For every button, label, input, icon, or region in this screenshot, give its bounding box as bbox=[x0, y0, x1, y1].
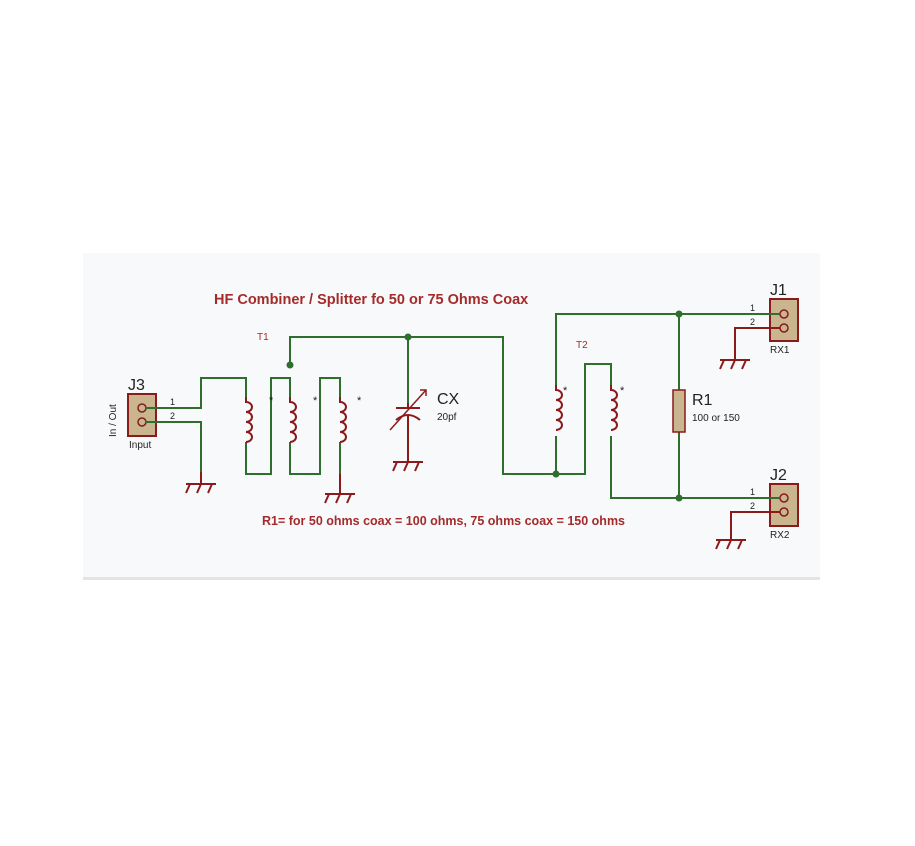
wire-j3-pin2-ground bbox=[146, 421, 202, 472]
wire-t2-center bbox=[556, 363, 612, 475]
wire-j3-pin1 bbox=[146, 377, 247, 409]
cx-value: 20pf bbox=[437, 412, 457, 423]
j1-sublabel: RX1 bbox=[770, 345, 790, 356]
t1-coil-3 bbox=[339, 397, 347, 443]
schematic-panel bbox=[83, 253, 820, 580]
ground-symbol-t1 bbox=[324, 474, 355, 504]
ground-symbol-j3 bbox=[185, 472, 216, 494]
j3-pin2 bbox=[137, 417, 147, 427]
t1-dot-mark-3: * bbox=[357, 395, 362, 407]
j3-ref: J3 bbox=[128, 377, 145, 394]
j2-ref: J2 bbox=[770, 467, 787, 484]
connector-j3 bbox=[127, 393, 157, 437]
j1-pin2 bbox=[779, 323, 789, 333]
wire-t2-right-bottom bbox=[610, 436, 762, 499]
j2-pin1 bbox=[779, 493, 789, 503]
t1-dot-mark-2: * bbox=[313, 395, 318, 407]
j1-ref: J1 bbox=[770, 282, 787, 299]
wire-t2-top bbox=[555, 313, 762, 385]
junction-t1 bbox=[286, 361, 294, 369]
schematic-title: HF Combiner / Splitter fo 50 or 75 Ohms … bbox=[214, 292, 528, 308]
j3-pin1-label: 1 bbox=[170, 397, 175, 407]
junction-r1-top bbox=[675, 310, 683, 318]
resistor-r1 bbox=[672, 389, 686, 433]
j3-sublabel: Input bbox=[129, 440, 151, 451]
t2-coil-1 bbox=[555, 385, 563, 431]
j3-side-label: In / Out bbox=[108, 404, 119, 437]
j2-body bbox=[769, 483, 799, 527]
j2-sublabel: RX2 bbox=[770, 530, 790, 541]
t1-coil-2 bbox=[289, 397, 297, 443]
j1-pin1-label: 1 bbox=[750, 303, 755, 313]
j3-body bbox=[127, 393, 157, 437]
r1-ref: R1 bbox=[692, 392, 713, 409]
transformer-t1 bbox=[245, 397, 347, 443]
t1-ref: T1 bbox=[257, 332, 269, 343]
cx-ref: CX bbox=[437, 391, 460, 408]
t2-dot-mark-1: * bbox=[563, 385, 568, 397]
j1-pin2-label: 2 bbox=[750, 317, 755, 327]
wire-top-bus bbox=[289, 336, 556, 475]
wire-t1-primary bbox=[245, 377, 291, 475]
r1-value: 100 or 150 bbox=[692, 413, 740, 424]
wire-j1-pin2-ground bbox=[734, 327, 780, 360]
r1-note: R1= for 50 ohms coax = 100 ohms, 75 ohms… bbox=[262, 514, 625, 528]
connector-j2 bbox=[769, 483, 799, 527]
t2-dot-mark-2: * bbox=[620, 385, 625, 397]
capacitor-cx bbox=[389, 337, 427, 472]
connector-j1 bbox=[769, 298, 799, 342]
t2-ref: T2 bbox=[576, 340, 588, 351]
t2-coil-2 bbox=[610, 385, 618, 431]
wire-j2-pin2-ground bbox=[730, 511, 780, 540]
j1-body bbox=[769, 298, 799, 342]
transformer-t2 bbox=[555, 385, 618, 431]
ground-symbol-j2 bbox=[715, 539, 746, 550]
junction-r1-bottom bbox=[675, 494, 683, 502]
j1-pin1 bbox=[779, 309, 789, 319]
wire-t1-secondary bbox=[289, 377, 341, 475]
t1-coil-1 bbox=[245, 397, 253, 443]
j2-pin1-label: 1 bbox=[750, 487, 755, 497]
t1-dot-mark-1: * bbox=[269, 395, 274, 407]
j3-pin2-label: 2 bbox=[170, 411, 175, 421]
ground-symbol-j1 bbox=[719, 359, 750, 370]
j3-pin1 bbox=[137, 403, 147, 413]
j2-pin2 bbox=[779, 507, 789, 517]
j2-pin2-label: 2 bbox=[750, 501, 755, 511]
